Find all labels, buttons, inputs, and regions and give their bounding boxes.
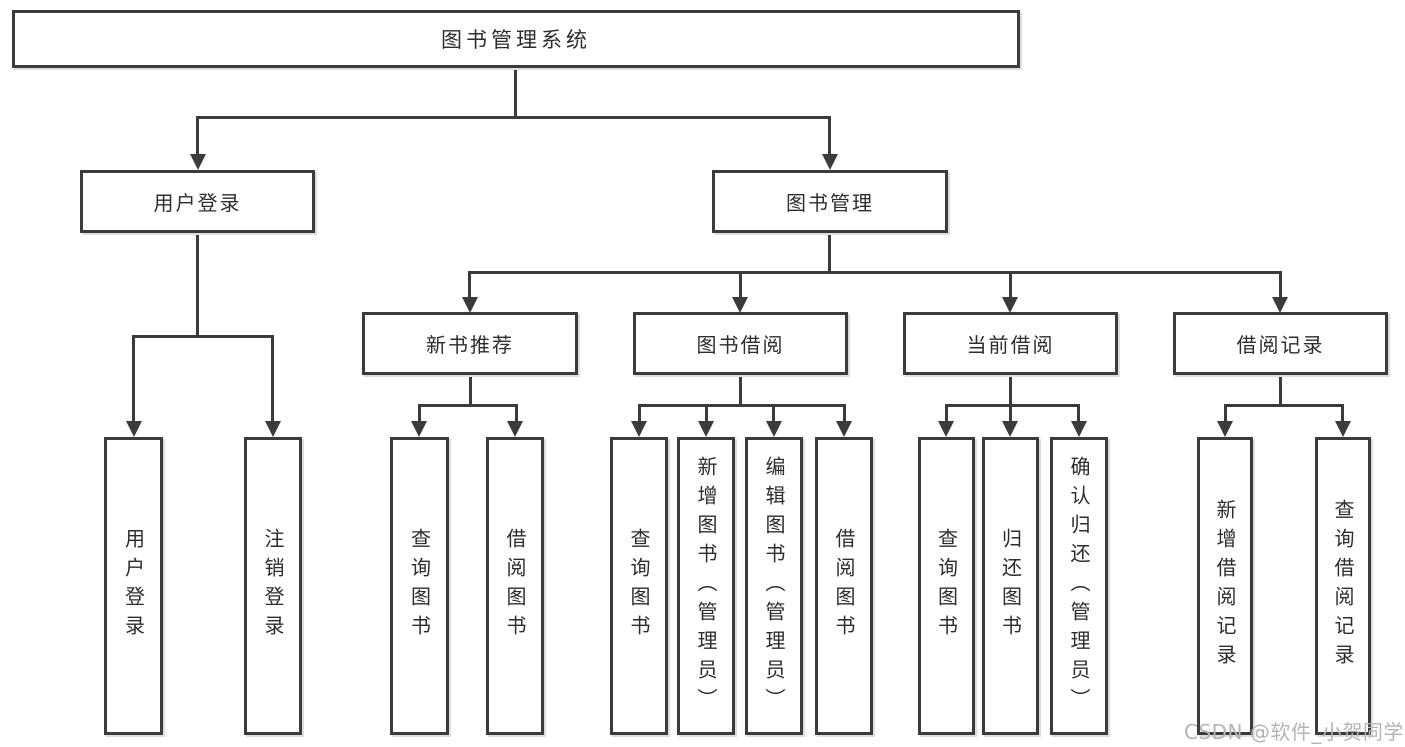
leaf-logout: 注销登录 [244, 437, 302, 735]
node-label: 查询图书 [407, 528, 432, 644]
arrowhead-down-icon [631, 421, 647, 437]
arrowhead-down-icon [265, 421, 281, 437]
connector-mgmt-hline [468, 271, 1282, 274]
connector-root-hline [196, 116, 830, 119]
arrowhead-down-icon [1002, 421, 1018, 437]
connector-to-leaf [132, 335, 135, 423]
node-label: 归还图书 [998, 528, 1023, 644]
connector-current-hline [945, 404, 1080, 407]
leaf-edit-book-admin: 编辑图书（管理员） [745, 437, 803, 735]
node-root-library-management-system: 图书管理系统 [12, 10, 1020, 68]
connector-borrow-stem [739, 375, 742, 406]
leaf-confirm-return-admin: 确认归还（管理员） [1050, 437, 1108, 735]
leaf-query-borrow-record: 查询借阅记录 [1315, 437, 1371, 735]
arrowhead-down-icon [1272, 297, 1288, 313]
node-book-borrowing: 图书借阅 [633, 312, 848, 375]
leaf-return-books: 归还图书 [982, 437, 1039, 735]
connector-to-leaf [418, 404, 421, 423]
node-label: 查询借阅记录 [1331, 499, 1355, 673]
connector-to-book-management [828, 116, 831, 156]
connector-to-leaf [705, 404, 708, 423]
connector-borrow-hline [638, 404, 846, 407]
node-label: 查询图书 [627, 528, 651, 644]
node-label: 查询图书 [934, 528, 959, 644]
arrowhead-down-icon [836, 421, 852, 437]
connector-to-leaf [271, 335, 274, 423]
arrowhead-down-icon [190, 154, 206, 170]
leaf-query-books-recommend: 查询图书 [390, 437, 449, 735]
connector-to-user-login [196, 116, 199, 156]
connector-records-hline [1224, 404, 1343, 407]
node-current-borrowing: 当前借阅 [903, 312, 1118, 375]
connector-to-level3 [468, 271, 471, 299]
arrowhead-down-icon [411, 421, 427, 437]
node-label: 确认归还（管理员） [1067, 455, 1091, 717]
connector-current-stem [1009, 375, 1012, 406]
node-label: 编辑图书（管理员） [762, 455, 786, 717]
csdn-watermark: CSDN @软件_小贺同学 [1184, 720, 1404, 744]
connector-mgmt-stem [828, 233, 831, 273]
arrowhead-down-icon [462, 297, 478, 313]
node-label: 图书管理 [786, 191, 874, 215]
arrowhead-down-icon [1071, 421, 1087, 437]
connector-to-leaf [638, 404, 641, 423]
leaf-user-login: 用户登录 [104, 437, 163, 735]
connector-root-stem [514, 66, 517, 118]
node-label: 注销登录 [261, 528, 285, 644]
leaf-borrow-books-recommend: 借阅图书 [486, 437, 544, 735]
connector-to-leaf [1077, 404, 1080, 423]
node-label: 用户登录 [121, 528, 146, 644]
connector-to-leaf [945, 404, 948, 423]
node-book-management: 图书管理 [712, 170, 948, 233]
connector-to-leaf [1341, 404, 1344, 423]
node-user-login: 用户登录 [80, 170, 315, 233]
arrowhead-down-icon [822, 154, 838, 170]
leaf-add-borrow-record: 新增借阅记录 [1197, 437, 1253, 735]
connector-to-leaf [515, 404, 518, 423]
connector-recommend-hline [418, 404, 518, 407]
arrowhead-down-icon [1335, 421, 1351, 437]
arrowhead-down-icon [1217, 421, 1233, 437]
node-label: 新书推荐 [426, 333, 514, 357]
connector-recommend-stem [469, 375, 472, 406]
connector-to-level3 [1009, 271, 1012, 299]
connector-user-stem [196, 233, 199, 337]
node-label: 新增借阅记录 [1213, 499, 1237, 673]
arrowhead-down-icon [766, 421, 782, 437]
node-label: 借阅图书 [503, 528, 527, 644]
node-label: 借阅图书 [832, 528, 856, 644]
leaf-query-books-current: 查询图书 [918, 437, 975, 735]
connector-to-leaf [1224, 404, 1227, 423]
node-label: 当前借阅 [966, 333, 1055, 357]
connector-to-level3 [1279, 271, 1282, 299]
leaf-add-book-admin: 新增图书（管理员） [677, 437, 735, 735]
connector-to-leaf [843, 404, 846, 423]
arrowhead-down-icon [732, 297, 748, 313]
node-label: 图书管理系统 [441, 28, 591, 52]
node-label: 借阅记录 [1236, 333, 1325, 357]
connector-records-stem [1279, 375, 1282, 406]
arrowhead-down-icon [126, 421, 142, 437]
node-label: 用户登录 [153, 191, 242, 215]
leaf-query-books-borrow: 查询图书 [610, 437, 668, 735]
node-label: 图书借阅 [696, 333, 785, 357]
connector-to-leaf [772, 404, 775, 423]
arrowhead-down-icon [507, 421, 523, 437]
connector-to-level3 [739, 271, 742, 299]
node-new-book-recommend: 新书推荐 [362, 312, 578, 375]
connector-to-leaf [1009, 404, 1012, 423]
node-label: 新增图书（管理员） [694, 455, 718, 717]
node-borrowing-records: 借阅记录 [1173, 312, 1388, 375]
arrowhead-down-icon [938, 421, 954, 437]
arrowhead-down-icon [698, 421, 714, 437]
connector-user-hline [132, 335, 274, 338]
leaf-borrow-books: 借阅图书 [815, 437, 873, 735]
arrowhead-down-icon [1002, 297, 1018, 313]
